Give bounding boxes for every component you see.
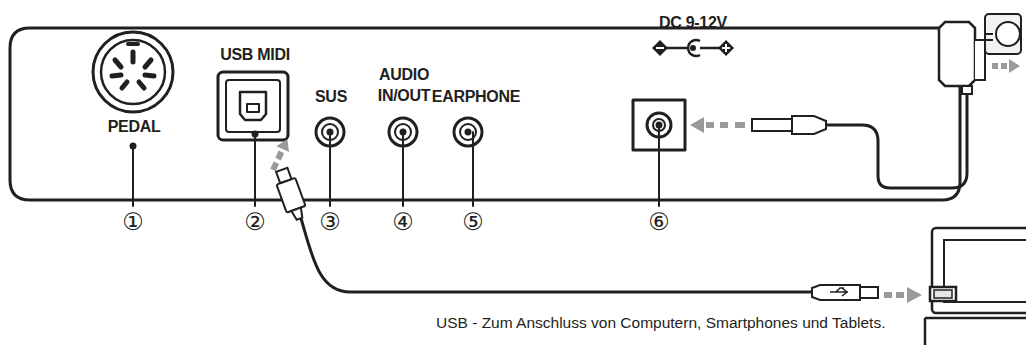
pedal-socket — [93, 32, 173, 112]
insert-arrows — [267, 59, 1020, 303]
usb-midi-port — [218, 72, 288, 140]
callout-number: ① — [122, 208, 144, 236]
callout-number: ④ — [392, 208, 414, 236]
voltage-label: DC 9-12V — [659, 12, 727, 33]
back-panel — [10, 28, 960, 200]
port-label: AUDIO IN/OUT — [371, 64, 437, 106]
caption: USB - Zum Anschluss von Computern, Smart… — [436, 313, 885, 333]
dc-plug — [752, 116, 826, 134]
usb-cable — [300, 215, 812, 292]
polarity-symbol — [652, 40, 734, 56]
port-label: PEDAL — [108, 116, 161, 137]
usb-a-plug — [812, 285, 878, 300]
callout-number: ⑥ — [648, 208, 670, 236]
laptop — [925, 228, 1026, 345]
power-cable — [825, 88, 967, 188]
callout-number: ⑤ — [462, 208, 484, 236]
port-label: USB MIDI — [220, 44, 290, 65]
port-label: EARPHONE — [432, 86, 520, 107]
port-label: SUS — [315, 86, 347, 107]
leader-lines — [133, 125, 659, 206]
usb-b-plug — [272, 166, 309, 222]
power-adapter — [939, 14, 1021, 94]
leader-dots — [130, 122, 663, 150]
callout-number: ② — [244, 208, 266, 236]
earphone-jack — [454, 118, 482, 146]
callout-number: ③ — [319, 208, 341, 236]
